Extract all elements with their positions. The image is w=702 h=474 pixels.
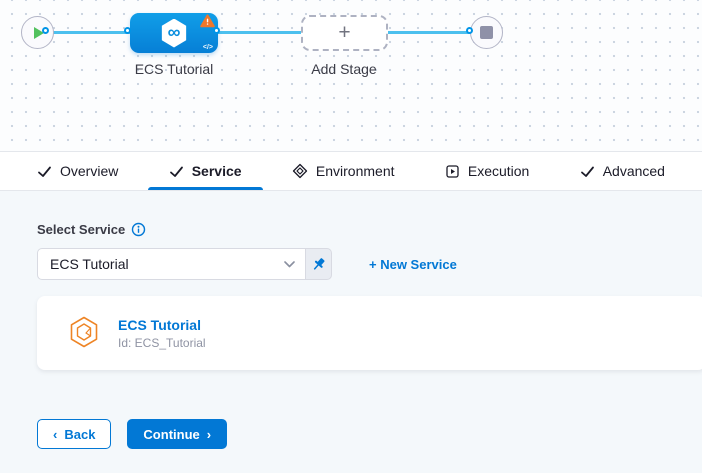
- tab-execution[interactable]: Execution: [424, 152, 550, 190]
- footer-actions: ‹ Back Continue ›: [37, 419, 228, 449]
- tab-label: Service: [191, 163, 242, 179]
- continue-button[interactable]: Continue ›: [127, 419, 228, 449]
- tab-label: Advanced: [602, 163, 665, 179]
- infinity-glyph: ∞: [167, 22, 181, 42]
- connector-dot: [466, 27, 473, 34]
- pipeline-canvas: ∞ </> + ECS Tutorial Add Stage: [0, 0, 702, 151]
- code-icon: </>: [202, 44, 213, 51]
- harness-cd-icon: ∞: [161, 18, 187, 48]
- check-icon: [580, 166, 594, 177]
- pipeline-end-node[interactable]: [470, 16, 503, 49]
- execution-play-box-icon: [446, 164, 459, 178]
- service-select-value: ECS Tutorial: [50, 256, 129, 272]
- pin-runtime-input-button[interactable]: [306, 248, 332, 280]
- continue-button-label: Continue: [143, 426, 200, 442]
- add-stage-label: Add Stage: [311, 61, 377, 77]
- connector-dot: [42, 27, 49, 34]
- tab-service[interactable]: Service: [147, 152, 263, 190]
- service-hexagon-icon: [70, 316, 98, 348]
- environment-diamond-icon: [292, 163, 308, 179]
- add-stage-button[interactable]: +: [301, 15, 388, 51]
- connector-dot: [213, 27, 220, 34]
- stop-icon: [480, 26, 493, 39]
- tab-environment[interactable]: Environment: [271, 152, 416, 190]
- service-select-dropdown[interactable]: ECS Tutorial: [37, 248, 306, 280]
- stage-config-tabbar: Overview Service Environment Execution A…: [0, 151, 702, 191]
- pin-icon: [313, 258, 325, 270]
- service-card-id: Id: ECS_Tutorial: [118, 335, 206, 350]
- new-service-link[interactable]: + New Service: [369, 256, 457, 272]
- chevron-down-icon: [284, 260, 295, 267]
- play-icon: [34, 26, 44, 39]
- service-card-title: ECS Tutorial: [118, 316, 201, 333]
- back-button-label: Back: [64, 426, 96, 442]
- check-icon: [169, 166, 183, 177]
- info-icon[interactable]: [131, 222, 146, 237]
- service-card-ecs-tutorial[interactable]: ECS Tutorial Id: ECS_Tutorial: [37, 296, 702, 370]
- tab-label: Execution: [467, 163, 530, 179]
- stage-node-ecs-tutorial[interactable]: ∞ </>: [130, 13, 218, 53]
- select-service-label-row: Select Service: [37, 222, 702, 237]
- service-card-text: ECS Tutorial Id: ECS_Tutorial: [118, 317, 206, 350]
- select-service-label: Select Service: [37, 222, 126, 237]
- pipeline-start-node[interactable]: [21, 16, 54, 49]
- chevron-left-icon: ‹: [53, 426, 58, 442]
- warning-icon: [200, 14, 215, 28]
- tab-overview[interactable]: Overview: [16, 152, 139, 190]
- pipeline-edge-line: [37, 31, 473, 34]
- back-button[interactable]: ‹ Back: [37, 419, 112, 449]
- connector-dot: [124, 27, 131, 34]
- stage-name-label: ECS Tutorial: [134, 61, 214, 77]
- service-tab-panel: Select Service ECS Tutorial + New Servic…: [0, 191, 702, 473]
- check-icon: [38, 166, 51, 177]
- tab-label: Environment: [315, 163, 395, 179]
- service-select-row: ECS Tutorial + New Service: [37, 248, 702, 280]
- tab-label: Overview: [60, 163, 119, 179]
- chevron-right-icon: ›: [206, 426, 212, 442]
- tab-advanced[interactable]: Advanced: [559, 152, 686, 190]
